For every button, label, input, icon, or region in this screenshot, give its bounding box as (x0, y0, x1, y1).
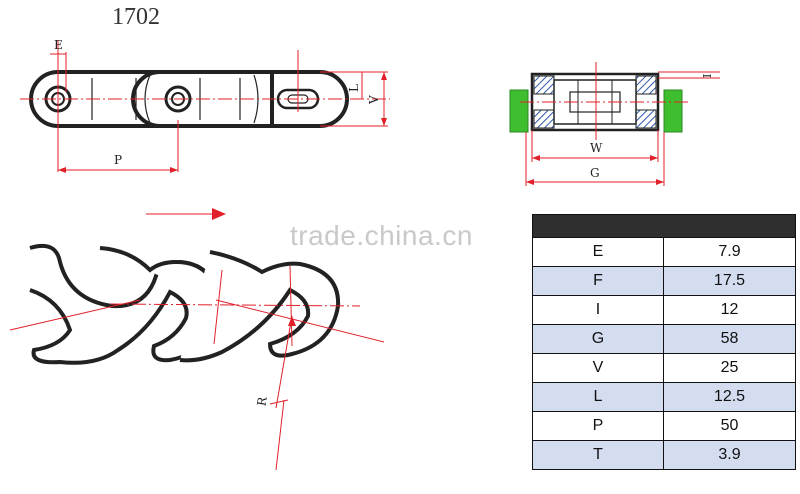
spec-key: V (532, 353, 664, 383)
spec-key: T (532, 440, 664, 470)
spec-value: 12 (663, 295, 796, 325)
label-P: P (114, 153, 122, 167)
spec-key: F (532, 266, 664, 296)
spec-value: 58 (663, 324, 796, 354)
label-L: L (347, 84, 361, 92)
label-G: G (590, 166, 600, 180)
spec-key: P (532, 411, 664, 441)
spec-row-V: V 25 (532, 353, 796, 383)
label-R: R (254, 395, 270, 407)
spec-value: 25 (663, 353, 796, 383)
spec-value: 17.5 (663, 266, 796, 296)
hatch-bottom-left (533, 109, 555, 129)
hatch-top-left (533, 75, 555, 95)
spec-row-L: L 12.5 (532, 382, 796, 412)
spec-row-I: I 12 (532, 295, 796, 325)
label-I: I (701, 74, 714, 78)
watermark-text: trade.china.cn (290, 220, 473, 251)
hatch-bottom-right (635, 109, 657, 129)
spec-row-T: T 3.9 (532, 440, 796, 470)
top-view-dimensions (20, 40, 390, 172)
hatch-top-right (635, 75, 657, 95)
spec-row-P: P 50 (532, 411, 796, 441)
label-V: V (367, 95, 381, 105)
drawing-title: 1702 (112, 4, 160, 30)
label-W: W (590, 141, 603, 155)
spec-value: 12.5 (663, 382, 796, 412)
side-view (29, 243, 341, 365)
spec-value: 3.9 (663, 440, 796, 470)
spec-key: L (532, 382, 664, 412)
spec-key: I (532, 295, 664, 325)
section-dimensions (520, 62, 720, 186)
label-E: E (54, 38, 63, 52)
spec-table: E 7.9 F 17.5 I 12 G 58 V 25 L 12.5 P 50 … (532, 214, 796, 470)
spec-table-header (532, 214, 796, 238)
spec-row-G: G 58 (532, 324, 796, 354)
side-link-3 (179, 250, 341, 363)
spec-value: 50 (663, 411, 796, 441)
guide-block-right (663, 89, 683, 133)
chain-top-view (29, 70, 349, 128)
spec-row-E: E 7.9 (532, 237, 796, 267)
guide-block-left (509, 89, 529, 133)
spec-value: 7.9 (663, 237, 796, 267)
side-view-dimensions (9, 213, 385, 471)
spec-key: E (532, 237, 664, 267)
spec-key: G (532, 324, 664, 354)
spec-row-F: F 17.5 (532, 266, 796, 296)
link-2 (131, 70, 292, 128)
